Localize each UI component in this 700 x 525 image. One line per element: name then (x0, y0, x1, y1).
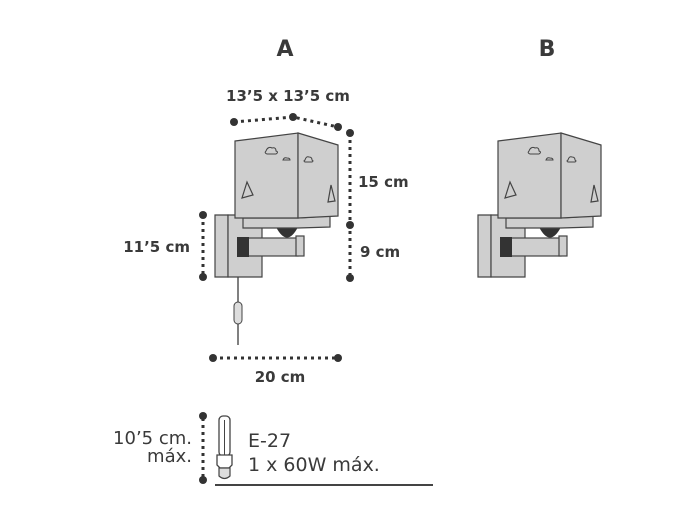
plate-height-label: 11’5 cm (123, 238, 190, 256)
lamp-a-drawing (214, 132, 339, 345)
total-width-label: 20 cm (255, 368, 306, 386)
bulb-size-line1: 10’5 cm. (113, 428, 192, 449)
power-rating: 1 x 60W máx. (248, 454, 380, 476)
variant-b-label: B (539, 37, 556, 62)
shade-height-label: 15 cm (358, 173, 409, 191)
bulb-size-line2: máx. (147, 446, 192, 467)
bulb-icon (216, 415, 233, 480)
dimension-lines (199, 113, 354, 362)
socket-type: E-27 (248, 430, 291, 452)
variant-a-label: A (276, 37, 293, 62)
shade-width-label: 13’5 x 13’5 cm (226, 87, 350, 105)
bulb-spec: 10’5 cm. máx. E-27 1 x 60W máx. (113, 412, 433, 486)
arm-height-label: 9 cm (360, 243, 400, 261)
lamp-b-drawing (477, 132, 602, 278)
cord-switch (233, 301, 243, 325)
